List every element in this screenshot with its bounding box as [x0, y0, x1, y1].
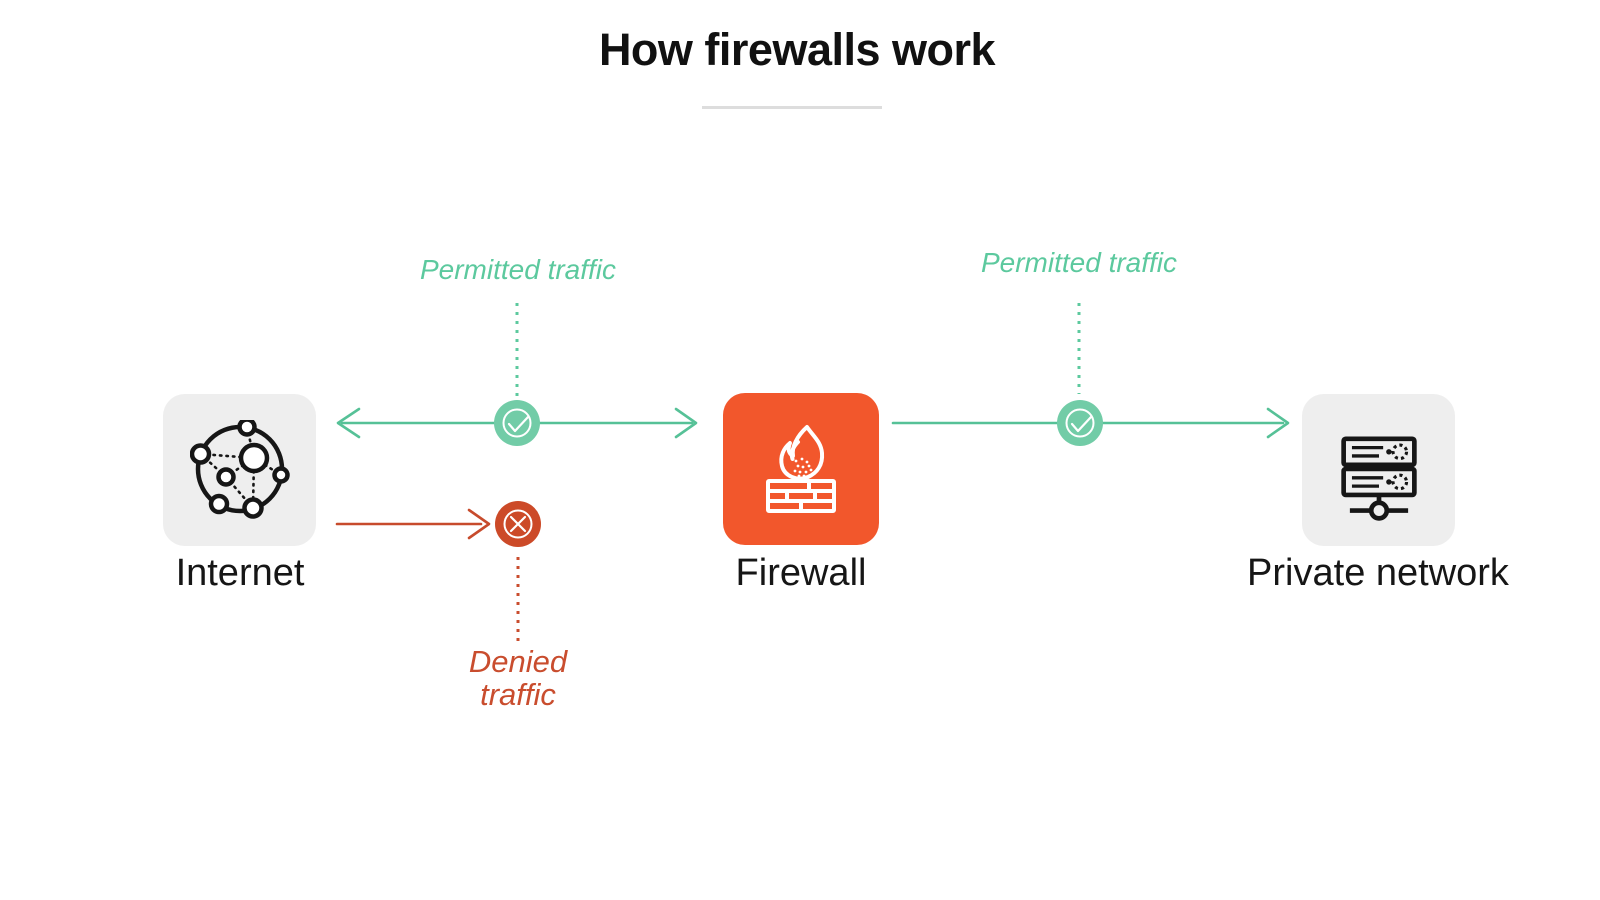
page-title: How firewalls work — [598, 24, 996, 75]
denied-flow — [335, 501, 541, 643]
permitted-flow-left — [336, 303, 698, 446]
check-icon — [494, 400, 540, 446]
node-firewall — [723, 393, 879, 545]
denied-traffic-label: Denied traffic — [468, 644, 568, 713]
cross-icon — [495, 501, 541, 547]
permitted-traffic-label-right: Permitted traffic — [980, 247, 1178, 278]
permitted-flow-right — [891, 303, 1290, 446]
private-network-label: Private network — [1247, 552, 1509, 594]
node-private-network — [1302, 394, 1455, 546]
title-divider — [702, 106, 882, 109]
permitted-traffic-label-left: Permitted traffic — [419, 254, 617, 285]
globe-network-icon — [189, 420, 290, 519]
internet-label: Internet — [175, 552, 305, 594]
firewall-flame-icon — [766, 425, 836, 513]
firewall-label: Firewall — [735, 552, 867, 594]
server-rack-icon — [1340, 436, 1417, 521]
check-icon — [1057, 400, 1103, 446]
node-internet — [163, 394, 316, 546]
